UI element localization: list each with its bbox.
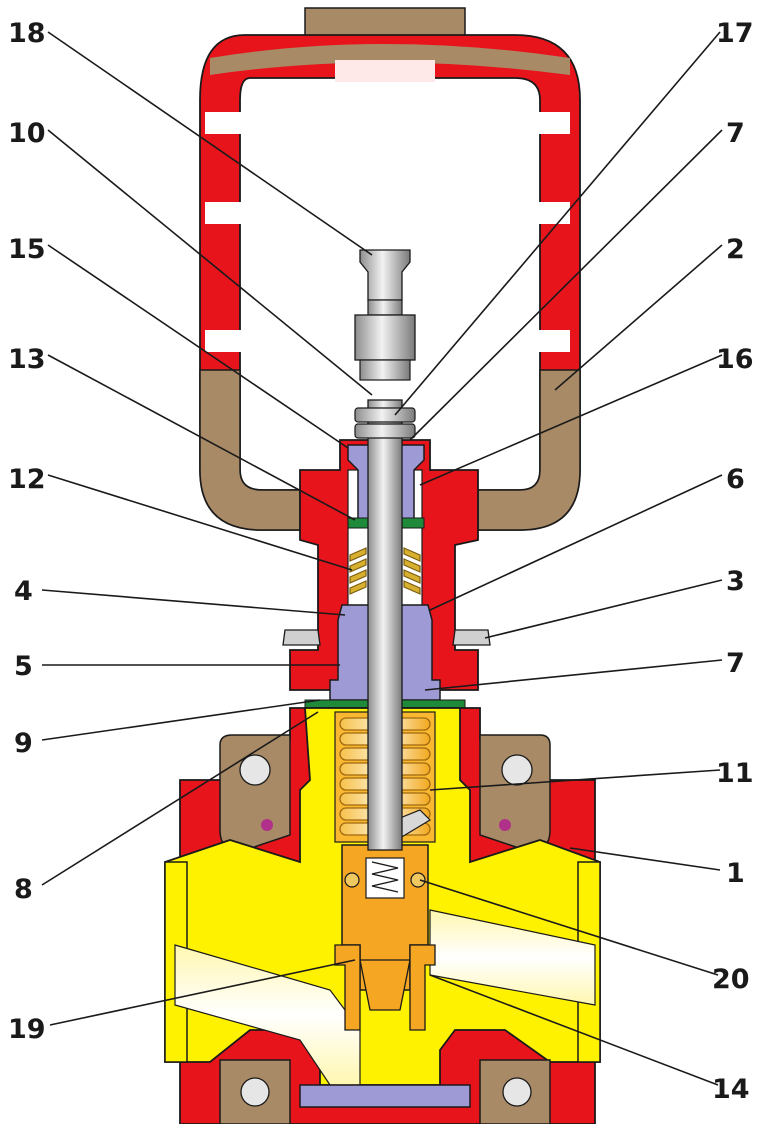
actuator-yoke: [199, 7, 581, 531]
label-17: 17: [716, 18, 754, 49]
label-10: 10: [8, 118, 46, 149]
leader-3: [484, 579, 723, 639]
bolt-hole: [502, 1077, 532, 1107]
yoke-slot: [205, 202, 245, 224]
bolt-hole: [239, 754, 271, 786]
disc-springs: [349, 547, 421, 595]
valve-stem: [354, 249, 416, 851]
leader-17: [394, 31, 721, 416]
label-12: 12: [8, 464, 46, 495]
body-boss-right: [479, 734, 551, 851]
bottom-cover: [299, 1084, 471, 1108]
leader-18: [47, 31, 373, 256]
leader-11: [429, 769, 721, 791]
pin-dot: [261, 819, 273, 831]
label-19: 19: [8, 1014, 46, 1045]
leader-lines: [41, 31, 723, 1086]
yoke-slot: [520, 330, 570, 352]
leader-2: [554, 244, 723, 391]
yoke-slot: [520, 202, 570, 224]
ball-left: [344, 872, 360, 888]
stem-hex-nut: [354, 314, 416, 361]
leader-9: [41, 699, 321, 741]
leader-13: [47, 354, 356, 521]
bonnet-nut-right: [452, 629, 491, 646]
label-16: 16: [716, 344, 754, 375]
label-2: 2: [726, 234, 745, 265]
leader-6: [429, 474, 723, 611]
label-15: 15: [8, 234, 46, 265]
leader-1: [569, 847, 721, 871]
yoke-slot: [205, 112, 245, 134]
label-11: 11: [716, 758, 754, 789]
stem-collar: [359, 359, 411, 381]
label-5: 5: [14, 651, 33, 682]
leader-16: [419, 354, 723, 486]
seat-ring-right: [409, 944, 436, 1031]
yoke-slot: [520, 112, 570, 134]
label-6: 6: [726, 464, 745, 495]
leader-14: [429, 974, 719, 1086]
leader-10: [47, 129, 373, 396]
bonnet-nut-left: [282, 629, 321, 646]
leader-7a: [409, 129, 723, 441]
yoke-slot: [205, 330, 245, 352]
leader-20: [419, 879, 719, 976]
stem-shaft: [367, 399, 403, 851]
label-3: 3: [726, 566, 745, 597]
label-8: 8: [14, 874, 33, 905]
label-7-lower: 7: [726, 648, 745, 679]
stem-upper: [367, 299, 403, 316]
pin-dot: [499, 819, 511, 831]
plug-tip: [359, 959, 411, 1011]
yoke-bronze-top: [210, 44, 570, 75]
leader-4: [41, 589, 346, 616]
label-18: 18: [8, 18, 46, 49]
label-20: 20: [712, 964, 750, 995]
label-4: 4: [14, 576, 33, 607]
label-13: 13: [8, 344, 46, 375]
leader-19: [49, 959, 356, 1026]
part-labels: 18 10 15 13 12 4 5 9 8 19 17 7 2 16 6 3 …: [8, 18, 754, 1105]
leader-7b: [424, 659, 723, 691]
stem-coupling: [359, 249, 411, 301]
leader-15: [47, 244, 349, 449]
bolt-hole: [501, 754, 533, 786]
lock-nut-lower: [354, 423, 416, 439]
ball-right: [410, 872, 426, 888]
yoke-slot: [335, 60, 435, 82]
label-7-upper: 7: [726, 118, 745, 149]
pressure-spring-cavity: [365, 857, 405, 899]
leader-8: [41, 711, 319, 886]
leader-12: [47, 474, 353, 571]
label-9: 9: [14, 728, 33, 759]
yoke-bronze-right: [477, 369, 581, 531]
label-14: 14: [712, 1074, 750, 1105]
pressure-spring: [371, 861, 399, 893]
bolt-hole: [240, 1077, 270, 1107]
yoke-bronze-left: [199, 369, 301, 531]
lock-nut-upper: [354, 407, 416, 423]
label-1: 1: [726, 858, 745, 889]
